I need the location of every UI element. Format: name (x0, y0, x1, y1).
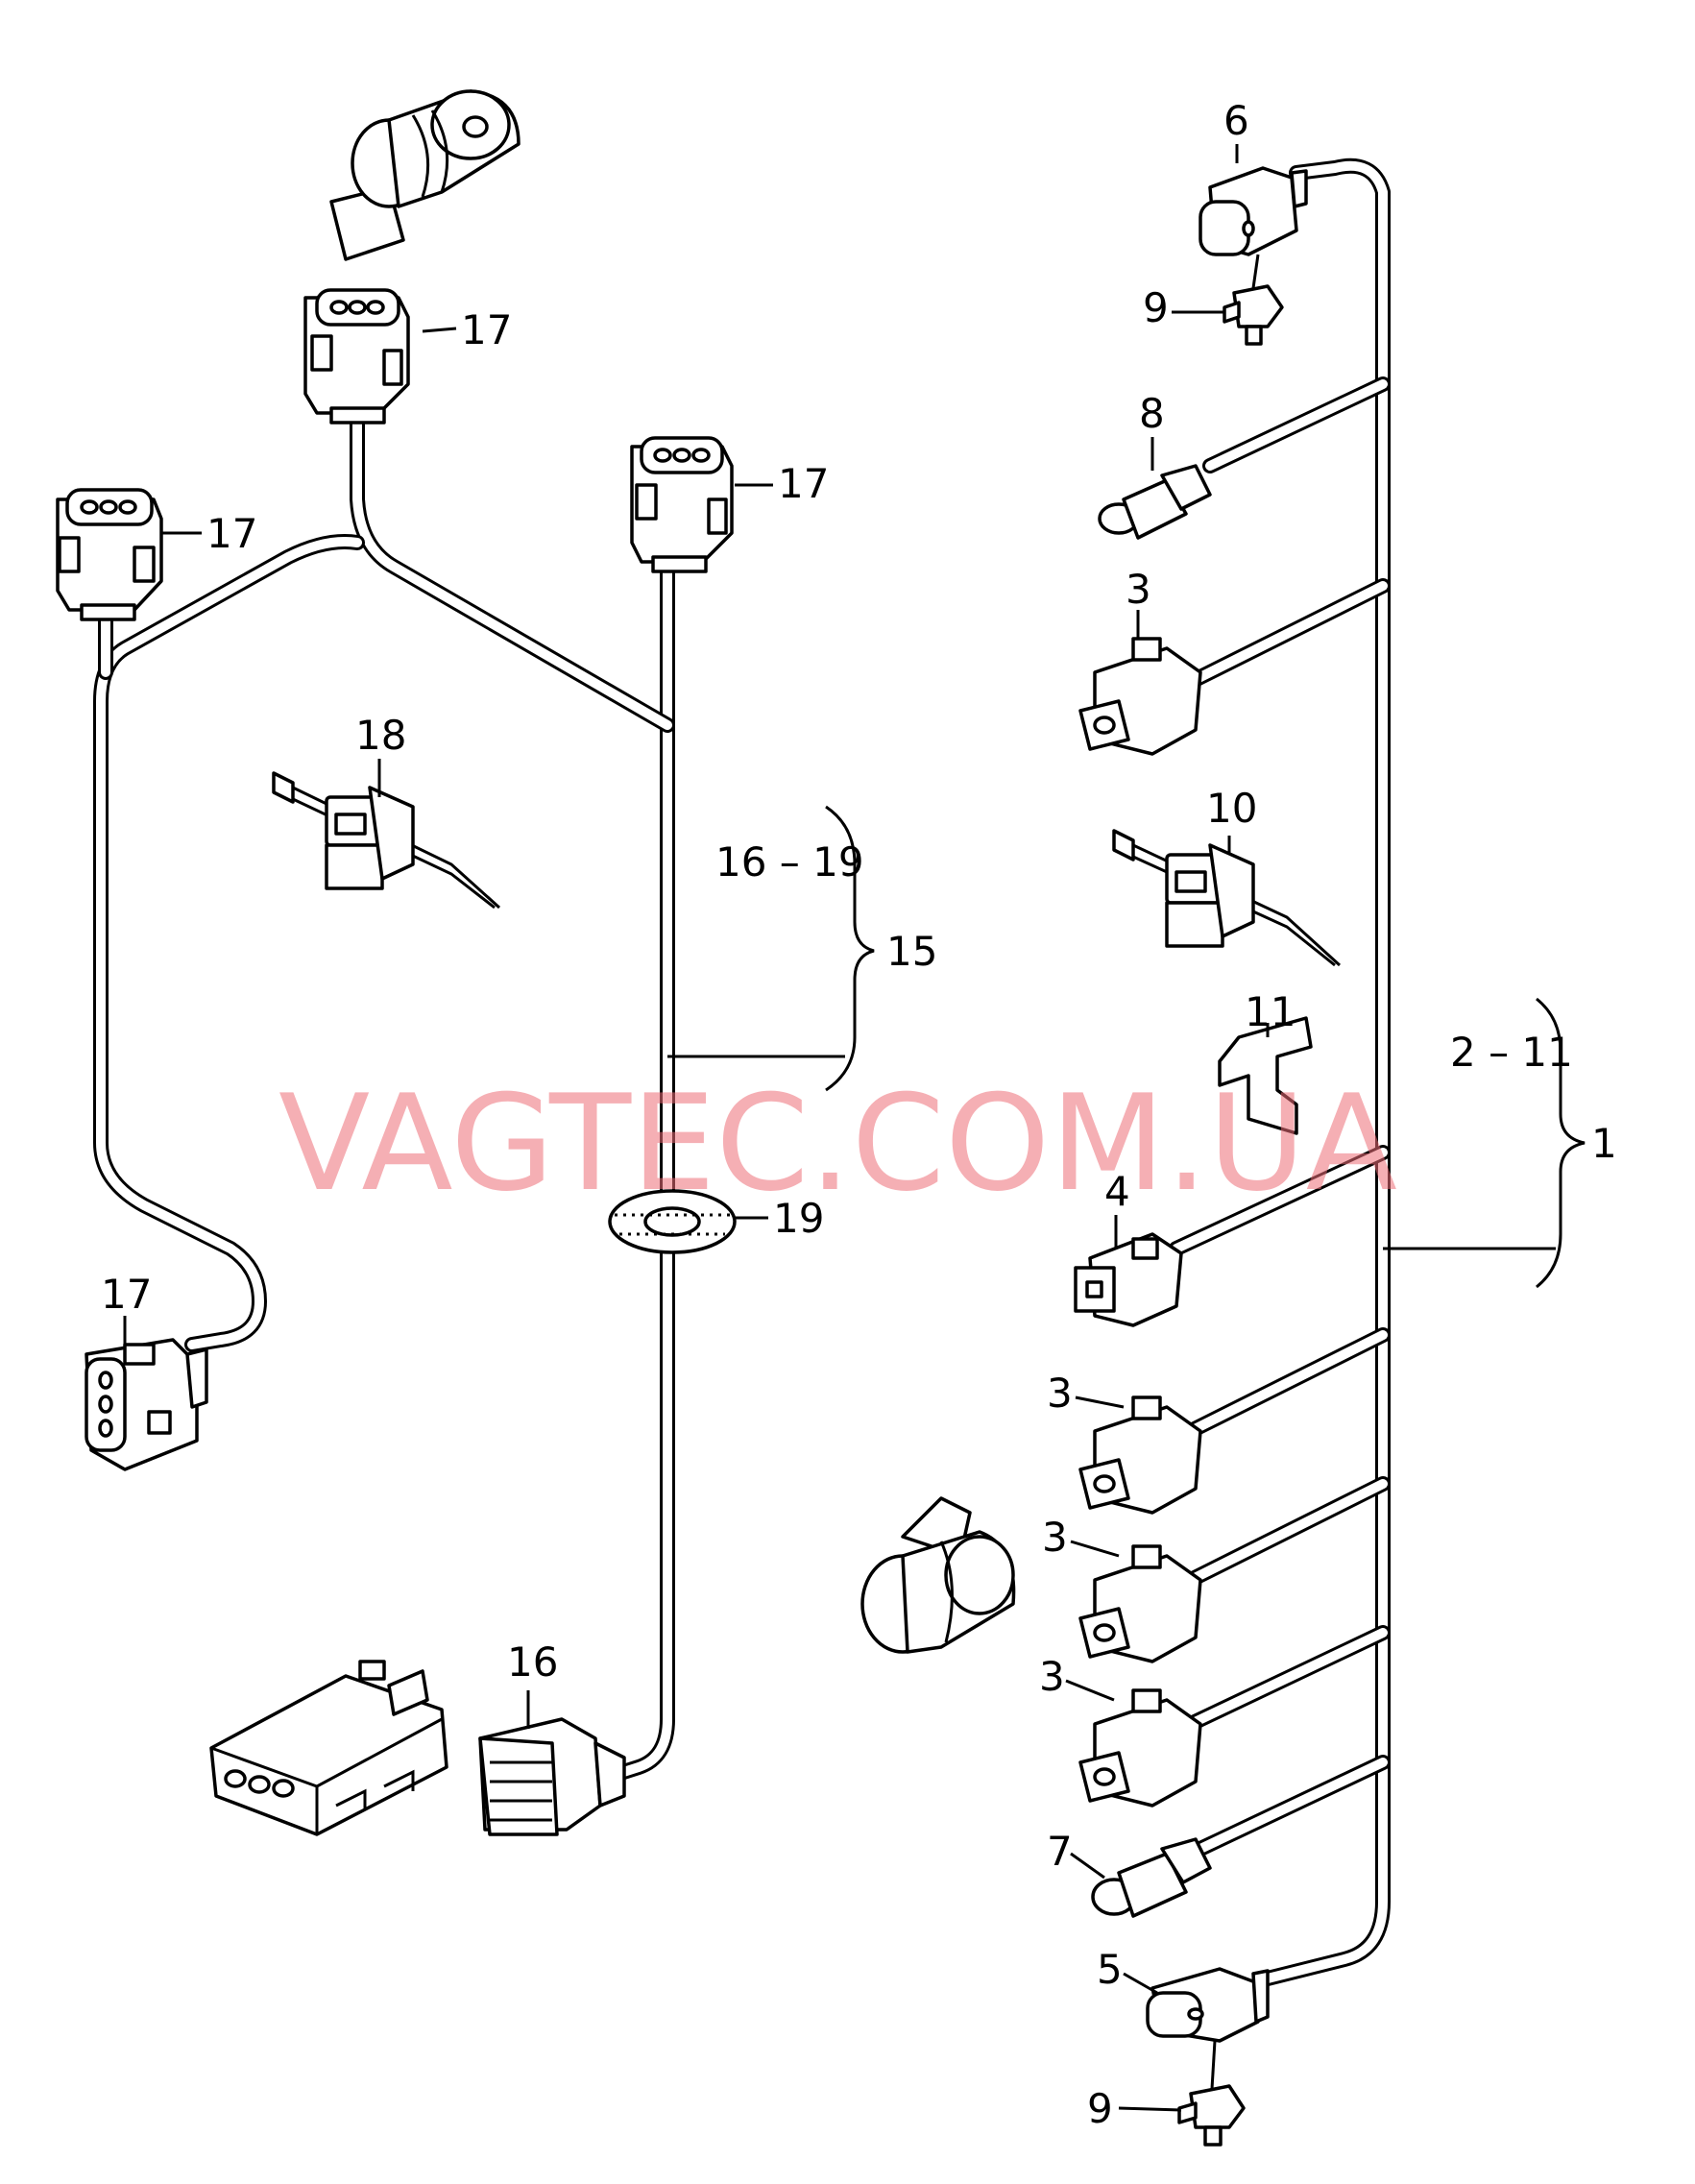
label-9-top: 9 (1143, 284, 1169, 331)
label-3-a: 3 (1047, 1370, 1073, 1417)
control-unit (209, 1660, 448, 1836)
cable-tie-18 (272, 771, 501, 910)
connector-3-a (1078, 1395, 1202, 1515)
bracket-11 (1218, 1016, 1313, 1135)
label-7: 7 (1047, 1828, 1073, 1875)
label-17-bottom-left: 17 (101, 1271, 152, 1318)
connector-3-upper (1078, 637, 1202, 756)
brace-1 (1383, 997, 1586, 1289)
label-17-top: 17 (461, 306, 512, 353)
connector-17-center (630, 436, 734, 573)
grommet-19 (608, 1189, 737, 1254)
clip-9-top (1223, 254, 1284, 346)
label-3-c: 3 (1039, 1653, 1065, 1700)
label-10: 10 (1206, 785, 1257, 832)
harness-15-wires (93, 405, 675, 1783)
label-15: 15 (886, 928, 937, 975)
harness-1-wires (1169, 158, 1391, 1986)
label-16-19: 16 – 19 (715, 838, 864, 886)
label-4: 4 (1104, 1168, 1130, 1215)
label-9-bottom: 9 (1087, 2085, 1113, 2132)
label-19: 19 (773, 1195, 824, 1242)
connector-17-left (56, 488, 163, 621)
connector-4 (1074, 1232, 1183, 1327)
leader-lines (123, 144, 1270, 2112)
clip-9-bottom (1177, 2040, 1246, 2147)
connector-17-bottom-left (85, 1338, 208, 1471)
temperature-sensor-7 (1091, 1837, 1212, 1918)
label-3-upper: 3 (1126, 566, 1151, 613)
label-17-left: 17 (206, 510, 257, 557)
connector-3-c (1078, 1688, 1202, 1808)
sensor-5 (1146, 1967, 1270, 2043)
label-16: 16 (507, 1638, 558, 1686)
part-labels: 6 9 8 3 10 11 2 – 11 1 4 3 3 3 7 5 9 17 … (101, 97, 1617, 2132)
parking-sensor-top (329, 89, 521, 261)
label-2-11: 2 – 11 (1450, 1029, 1573, 1076)
label-8: 8 (1139, 390, 1165, 437)
label-17-center: 17 (778, 460, 829, 507)
parking-sensor-middle (860, 1496, 1016, 1654)
connector-17-top (303, 288, 410, 425)
connector-3-b (1078, 1544, 1202, 1663)
temperature-sensor-8 (1098, 464, 1212, 540)
label-5: 5 (1097, 1946, 1123, 1993)
label-18: 18 (355, 712, 406, 759)
label-1: 1 (1591, 1120, 1617, 1167)
label-6: 6 (1223, 97, 1249, 144)
cable-tie-10 (1112, 829, 1342, 967)
brace-15 (667, 805, 875, 1092)
label-11: 11 (1245, 988, 1295, 1035)
connector-16 (478, 1717, 626, 1836)
watermark: VAGTEC.COM.UA (278, 1066, 1397, 1221)
sensor-6 (1199, 166, 1308, 256)
label-3-b: 3 (1042, 1514, 1068, 1561)
